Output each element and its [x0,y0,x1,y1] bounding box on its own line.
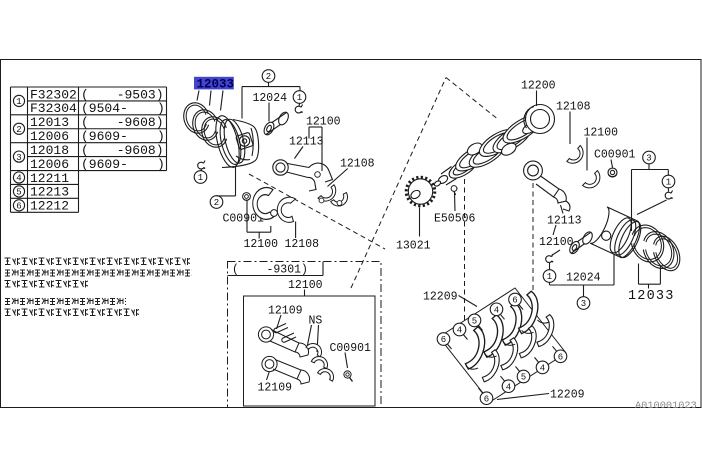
svg-text:12109: 12109 [268,305,303,318]
svg-text:4: 4 [494,306,499,316]
svg-text:5: 5 [16,188,21,198]
svg-text:): ) [157,101,165,116]
svg-text:12212: 12212 [30,199,69,214]
svg-text:12108: 12108 [340,158,375,171]
svg-text:1: 1 [666,178,671,188]
svg-text:3: 3 [646,154,651,164]
svg-text:(9609-: (9609- [81,157,128,172]
svg-text:): ) [157,129,165,144]
svg-text:F32304: F32304 [30,101,77,116]
svg-text:12100: 12100 [539,236,574,249]
svg-text:12024: 12024 [566,272,601,285]
svg-text:5: 5 [521,373,526,383]
svg-text:(: ( [81,115,89,130]
svg-text:C00901: C00901 [594,149,636,162]
svg-text:A010001023: A010001023 [635,400,697,412]
svg-text:1: 1 [547,272,552,282]
svg-text:13021: 13021 [396,240,431,253]
svg-text:6: 6 [512,296,517,306]
svg-text:4: 4 [540,364,545,374]
svg-text:F32302: F32302 [30,87,77,102]
svg-text:2: 2 [214,198,219,208]
svg-text:-9503): -9503) [117,87,164,102]
svg-text:4: 4 [457,326,462,336]
svg-text:(: ( [81,143,89,158]
svg-text:3: 3 [16,153,21,163]
svg-text:12213: 12213 [30,185,69,200]
svg-text:3: 3 [581,299,586,309]
svg-text:(: ( [232,264,239,277]
svg-text:12006: 12006 [30,129,69,144]
svg-text:1: 1 [16,97,21,107]
svg-text:12033: 12033 [628,289,675,304]
svg-text:2: 2 [266,72,271,82]
svg-text:12109: 12109 [258,382,293,395]
svg-text:12100: 12100 [306,116,341,129]
svg-text:2: 2 [16,125,21,135]
svg-text:12108: 12108 [556,101,591,114]
svg-text:12113: 12113 [547,215,582,228]
svg-text:6: 6 [441,335,446,345]
svg-text:): ) [157,157,165,172]
svg-text:6: 6 [16,202,21,212]
svg-text:-9608): -9608) [117,115,164,130]
svg-text:12108: 12108 [285,238,320,251]
svg-text:(: ( [81,87,89,102]
svg-text:12209: 12209 [423,291,458,304]
svg-text:NS: NS [309,315,323,328]
svg-text:(9504-: (9504- [81,101,128,116]
svg-text:12033: 12033 [197,78,235,92]
svg-text:12209: 12209 [550,389,585,402]
svg-text:12211: 12211 [30,171,69,186]
svg-text:C00901: C00901 [223,213,265,226]
svg-text:(9609-: (9609- [81,129,128,144]
svg-text:12100: 12100 [244,238,279,251]
svg-text:12006: 12006 [30,157,69,172]
svg-text:6: 6 [558,353,563,363]
svg-text:12100: 12100 [584,127,619,140]
svg-text:12013: 12013 [30,115,69,130]
svg-text:4: 4 [16,174,21,184]
svg-text:12024: 12024 [253,92,288,105]
svg-text:12018: 12018 [30,143,69,158]
svg-text:12113: 12113 [289,136,324,149]
svg-text:1: 1 [297,93,302,103]
svg-text:C00901: C00901 [330,342,372,355]
svg-text:1: 1 [198,173,203,183]
svg-text:5: 5 [472,317,477,327]
svg-text:-9608): -9608) [117,143,164,158]
svg-text:E50506: E50506 [434,213,476,226]
svg-text:12100: 12100 [288,279,323,292]
svg-text:-9301): -9301) [267,264,308,277]
svg-text:6: 6 [484,394,489,404]
svg-text:4: 4 [506,382,511,392]
svg-text:12200: 12200 [521,80,556,93]
